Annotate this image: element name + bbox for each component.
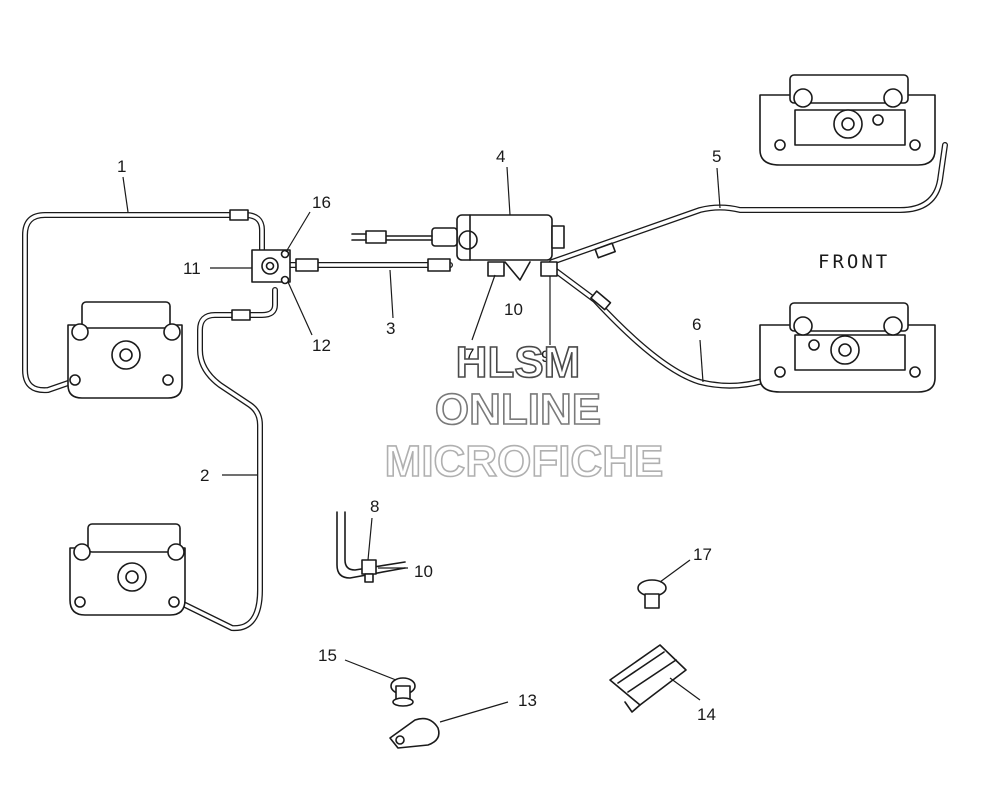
callout-11: 11 [183,259,201,278]
master-cylinder [351,214,565,281]
brake-junction-block [251,249,291,285]
caliper-front-left [759,302,936,393]
callout-6: 6 [692,315,701,334]
callout-7: 7 [465,345,474,364]
leader-lines [122,166,721,723]
callout-2: 2 [200,466,209,485]
callout-1: 1 [117,157,126,176]
callout-5: 5 [712,147,721,166]
callout-4: 4 [496,147,505,166]
callout-14: 14 [697,705,716,724]
callout-3: 3 [386,319,395,338]
front-label: FRONT [818,251,890,273]
caliper-front-right [759,74,936,166]
callout-10-master: 10 [504,300,523,319]
caliper-rear-left [67,301,183,399]
clamp-13 [389,717,440,749]
caliper-rear-right [69,523,186,616]
clip-14 [609,644,687,713]
callout-15: 15 [318,646,337,665]
brake-line-3 [287,258,453,272]
callout-13: 13 [518,691,537,710]
watermark-online: ONLINE [435,385,601,434]
callout-9: 9 [541,347,550,366]
watermark-microfiche: MICROFICHE [385,437,664,486]
bracket-8 [336,511,406,583]
callout-12: 12 [312,336,331,355]
callout-17: 17 [693,545,712,564]
callout-16: 16 [312,193,331,212]
bolt-15 [390,677,416,707]
watermark-hlsm: HLSM [456,338,581,387]
bolt-17 [637,579,667,609]
brake-line-5 [549,142,948,265]
callout-10-bracket: 10 [414,562,433,581]
callout-8: 8 [370,497,379,516]
